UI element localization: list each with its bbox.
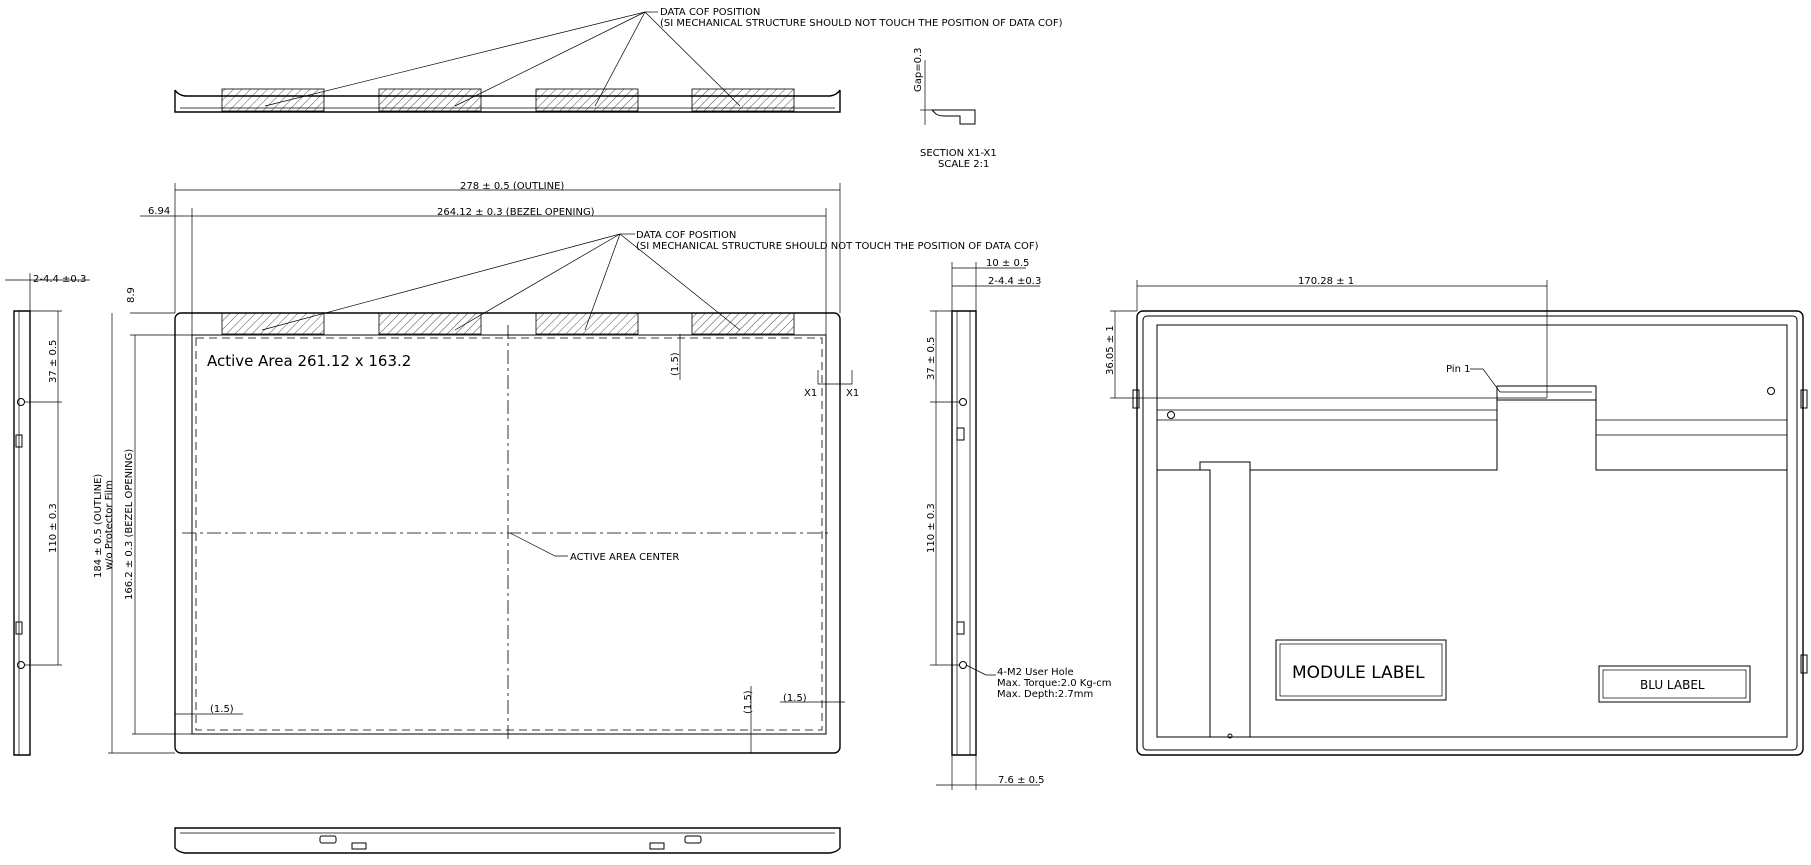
right-thickness: 7.6 ± 0.5 — [998, 775, 1045, 786]
rear-view: 170.28 ± 1 36.05 ± 1 Pin 1 MODULE LABEL … — [1105, 276, 1808, 756]
top-cof-note: (SI MECHANICAL STRUCTURE SHOULD NOT TOUC… — [660, 18, 1063, 29]
bottom-edge-view — [174, 827, 841, 854]
gap-top: (1.5) — [670, 352, 681, 376]
x1-right: X1 — [846, 388, 859, 399]
right-dim-pitch: 110 ± 0.3 — [926, 503, 937, 553]
dim-outline-width: 278 ± 0.5 (OUTLINE) — [460, 181, 564, 192]
gap-left: (1.5) — [210, 704, 234, 715]
cof-hatch-top-2 — [378, 88, 482, 112]
rear-dim-height: 36.05 ± 1 — [1105, 325, 1116, 375]
left-side-view: 2-4.4 ±0.3 37 ± 0.5 110 ± 0.3 — [5, 273, 90, 756]
cof-hatch-top-3 — [535, 88, 639, 112]
left-dim-top: 37 ± 0.5 — [48, 340, 59, 383]
gap-right: (1.5) — [783, 693, 807, 704]
dim-top-offset: 8.9 — [126, 287, 137, 303]
dim-bezel-width: 264.12 ± 0.3 (BEZEL OPENING) — [437, 207, 595, 218]
right-holes: 2-4.4 ±0.3 — [988, 276, 1041, 287]
active-area-label: Active Area 261.12 x 163.2 — [207, 352, 411, 370]
cof-hatch-top-1 — [221, 88, 325, 112]
top-edge-view: DATA COF POSITION (SI MECHANICAL STRUCTU… — [174, 7, 1063, 113]
left-holes: 2-4.4 ±0.3 — [33, 274, 86, 285]
user-hole-1: 4-M2 User Hole — [997, 667, 1074, 678]
section-gap: Gap=0.3 — [913, 47, 924, 92]
front-view: 278 ± 0.5 (OUTLINE) 264.12 ± 0.3 (BEZEL … — [93, 181, 1039, 754]
active-area-center: ACTIVE AREA CENTER — [570, 552, 679, 563]
cof-hatch-1 — [221, 312, 325, 335]
module-label: MODULE LABEL — [1292, 663, 1425, 683]
cof-hatch-top-4 — [691, 88, 795, 112]
section-scale: SCALE 2:1 — [938, 159, 989, 170]
right-dim-10: 10 ± 0.5 — [986, 258, 1029, 269]
top-cof-label: DATA COF POSITION — [660, 7, 760, 18]
blu-label: BLU LABEL — [1640, 678, 1705, 692]
user-hole-2: Max. Torque:2.0 Kg-cm — [997, 678, 1112, 689]
dim-height-film: w/o Protector Film — [104, 480, 115, 570]
cof-hatch-4 — [691, 312, 795, 335]
right-side-view: 10 ± 0.5 2-4.4 ±0.3 37 ± 0.5 110 ± 0.3 4… — [926, 258, 1112, 790]
dim-height-bezel: 166.2 ± 0.3 (BEZEL OPENING) — [124, 449, 135, 600]
section-title: SECTION X1-X1 — [920, 148, 997, 159]
front-cof-label: DATA COF POSITION — [636, 230, 736, 241]
x1-left: X1 — [804, 388, 817, 399]
dim-height-outline: 184 ± 0.5 (OUTLINE) — [93, 474, 104, 578]
right-dim-top: 37 ± 0.5 — [926, 337, 937, 380]
pin-1: Pin 1 — [1446, 364, 1470, 375]
user-hole-3: Max. Depth:2.7mm — [997, 689, 1093, 700]
cof-hatch-2 — [378, 312, 482, 335]
section-x1: Gap=0.3 SECTION X1-X1 SCALE 2:1 — [913, 47, 997, 170]
dim-left-offset: 6.94 — [148, 206, 170, 217]
gap-bottom: (1.5) — [743, 690, 754, 714]
rear-dim-width: 170.28 ± 1 — [1298, 276, 1354, 287]
front-cof-note: (SI MECHANICAL STRUCTURE SHOULD NOT TOUC… — [636, 241, 1039, 252]
left-dim-pitch: 110 ± 0.3 — [48, 503, 59, 553]
